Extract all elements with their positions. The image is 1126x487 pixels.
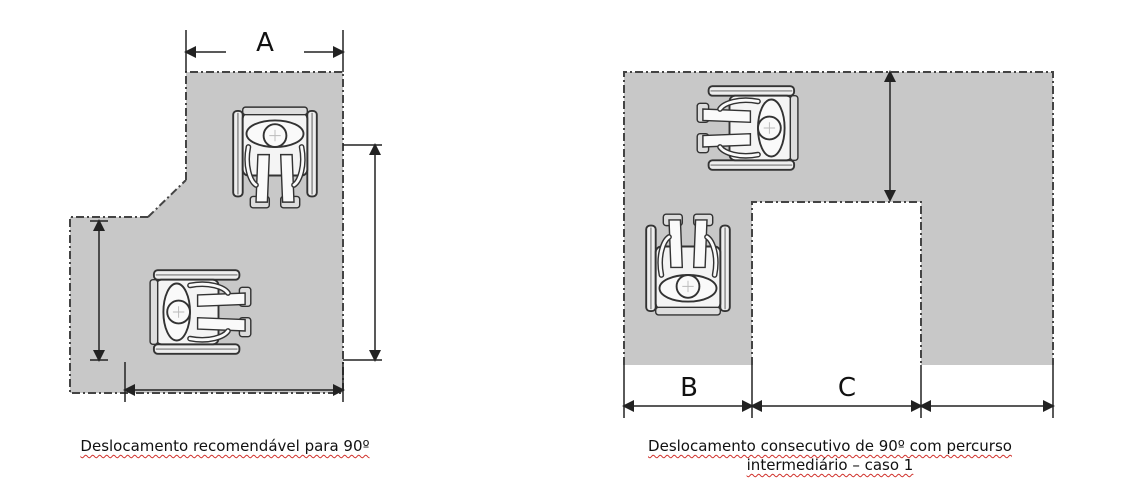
dimension-label-c: C [798,373,896,403]
left-caption: Deslocamento recomendável para 90º [30,437,420,456]
dimension-label-a: A [226,28,304,62]
right-floor-area [624,72,1053,365]
right-caption-line1: Deslocamento consecutivo de 90º com perc… [648,437,1012,455]
right-caption-line2: intermediário – caso 1 [746,456,914,474]
right-caption: Deslocamento consecutivo de 90º com perc… [560,437,1100,475]
right-boundary-line [623,71,1054,365]
left-caption-text: Deslocamento recomendável para 90º [80,437,370,455]
right-diagram [622,70,1055,418]
left-diagram [69,30,382,402]
dimension-label-b: B [660,373,718,403]
